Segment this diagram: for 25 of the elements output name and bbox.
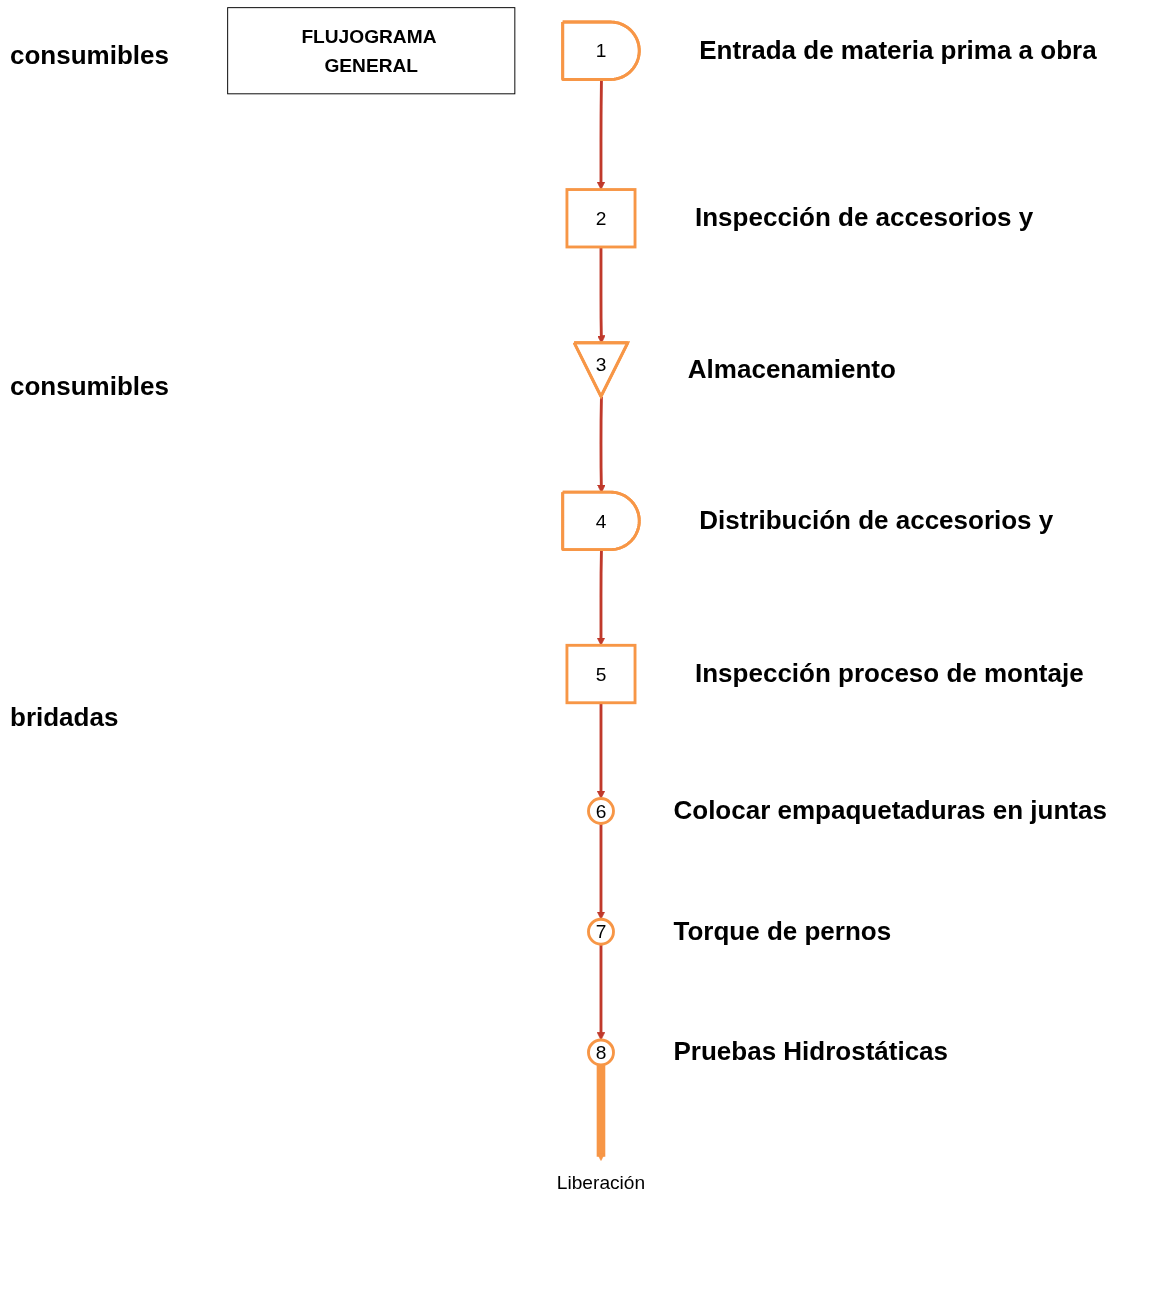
node-circle: 7 [587,917,615,946]
step-description: Colocar empaquetaduras en juntas [673,795,1107,826]
arrow [596,823,606,920]
label-text: bridadas [10,702,120,733]
step-description: Inspección proceso de montaje [695,658,1084,690]
node-box: FLUJOGRAMA GENERAL [227,7,516,95]
arrow [596,550,606,646]
step-description: Distribución de accesorios y [699,504,1054,536]
node-box: 2 [565,188,637,249]
arrow [596,702,606,799]
arrow [597,396,606,493]
label-text: consumibles [10,40,170,71]
step-description: Inspección de accesorios y [695,202,1034,234]
node-circle: 6 [587,797,615,825]
step-description: Pruebas Hidrostáticas [673,1036,949,1068]
label-text: consumibles [10,371,170,402]
step-description: Almacenamiento [687,353,896,385]
node-box: 5 [565,643,637,705]
node-text: Liberación [556,1171,646,1193]
arrow [596,1064,606,1162]
arrow [596,944,606,1041]
step-description: Torque de pernos [673,915,892,947]
step-description: Entrada de materia prima a obra [699,34,1097,66]
node-circle: 8 [587,1038,615,1067]
arrow [596,79,606,190]
